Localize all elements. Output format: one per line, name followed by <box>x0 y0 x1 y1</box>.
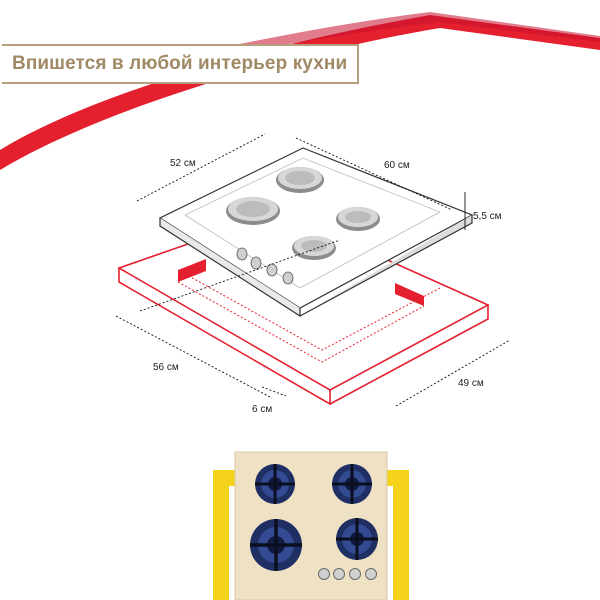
knob <box>365 568 377 580</box>
offset-label: 6 см <box>252 404 273 415</box>
hob-illustration <box>158 147 474 318</box>
cutout-width-label: 56 см <box>153 362 179 373</box>
cutout-depth-label: 49 см <box>458 378 484 389</box>
knob <box>236 247 248 261</box>
red-swoosh-highlight <box>120 12 600 78</box>
electric-burner <box>292 236 336 260</box>
gas-control-knobs <box>318 568 377 580</box>
product-photo <box>213 451 409 600</box>
depth-label: 52 см <box>170 158 196 169</box>
dimension-lines <box>115 133 511 407</box>
gas-burner <box>255 464 295 504</box>
knob <box>333 568 345 580</box>
control-knobs <box>236 247 294 285</box>
knob <box>318 568 330 580</box>
gas-burner <box>336 518 378 560</box>
electric-burner <box>226 197 280 225</box>
knob <box>282 271 294 285</box>
electric-burner <box>276 167 324 193</box>
cutout-dotted-lines <box>177 269 441 363</box>
width-label: 60 см <box>384 160 410 171</box>
headline-banner: Впишется в любой интерьер кухни <box>2 44 360 84</box>
gas-burner <box>250 519 302 571</box>
knob <box>250 256 262 270</box>
height-label: 5,5 см <box>473 211 502 222</box>
knob <box>349 568 361 580</box>
electric-burner <box>336 207 380 231</box>
gas-burner <box>332 464 372 504</box>
